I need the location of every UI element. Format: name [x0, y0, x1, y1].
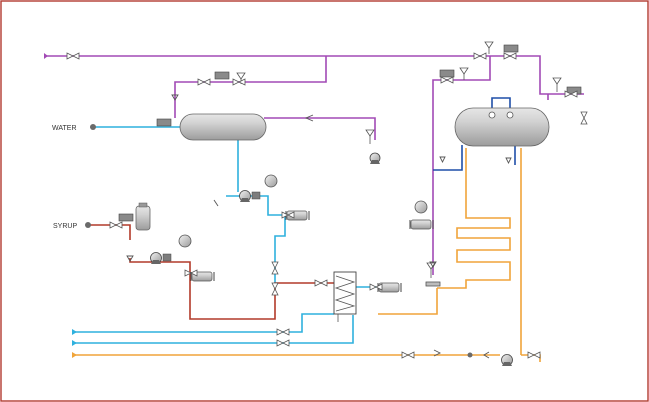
cyan-lines	[72, 126, 376, 344]
check-valve-icon	[433, 349, 442, 357]
water-tank	[179, 113, 267, 141]
check-valve-icon	[439, 156, 446, 164]
syrup-label: SYRUP	[53, 223, 77, 230]
valve-icon	[527, 351, 541, 359]
valve-icon	[232, 78, 246, 86]
control-valve-icon	[484, 41, 494, 54]
arrow-icon	[72, 340, 77, 346]
check-valve-icon	[171, 94, 179, 101]
motor-icon	[264, 174, 278, 188]
check-valves	[126, 94, 512, 359]
check-valve-icon	[505, 157, 512, 165]
sensor-icon	[439, 69, 455, 78]
check-valve-icon	[126, 255, 134, 262]
water-label: WATER	[52, 125, 77, 132]
syrup-vessel	[135, 202, 151, 231]
valve-icon	[401, 351, 415, 359]
heat-exchanger-icon	[333, 271, 357, 322]
sensor-icon	[503, 44, 519, 53]
valve-icon	[197, 78, 211, 86]
nozzle-icon	[488, 111, 496, 119]
storage-tank	[454, 107, 550, 147]
valves	[66, 52, 588, 359]
valve-icon	[440, 76, 454, 84]
valve-icon	[473, 52, 487, 60]
inlet-icon	[85, 222, 91, 228]
control-valve-icon	[365, 129, 375, 144]
check-valve-icon	[429, 261, 437, 268]
arrow-icon	[72, 352, 77, 358]
valve-icon	[271, 261, 279, 275]
inlet-markers	[44, 53, 473, 358]
pump-icon	[369, 152, 381, 164]
valve-icon	[503, 52, 517, 60]
valve-icon	[564, 90, 578, 98]
orange-lines	[72, 148, 541, 362]
arrow-icon	[44, 53, 48, 59]
valve-icon	[184, 269, 198, 277]
sensor-icon	[118, 213, 134, 222]
pump-icon	[150, 252, 172, 264]
nozzle-icon	[506, 111, 514, 119]
valve-icon	[271, 282, 279, 296]
filter-icon	[377, 282, 402, 293]
purple-lines	[44, 55, 584, 275]
inlet-icon	[467, 352, 473, 358]
pump-icon	[501, 354, 513, 366]
motor-icon	[414, 200, 428, 214]
sensor-icon	[214, 71, 230, 80]
valve-icon	[276, 339, 290, 347]
valve-icon	[580, 111, 588, 125]
control-valve-icon	[459, 67, 469, 80]
pump-icon	[239, 190, 261, 202]
arrow-icon	[72, 329, 77, 335]
valve-icon	[66, 52, 80, 60]
control-valve-icon	[552, 77, 562, 92]
inlet-icon	[90, 124, 96, 130]
valve-icon	[109, 221, 123, 229]
valve-icon	[314, 279, 328, 287]
valve-icon	[276, 328, 290, 336]
filter-icon	[409, 219, 434, 230]
sensor-icon	[156, 118, 172, 127]
blue-lines	[433, 97, 516, 171]
valve-icon	[369, 283, 383, 291]
check-valve-icon	[213, 199, 219, 207]
control-valve-icon	[425, 262, 441, 287]
valve-icon	[281, 211, 295, 219]
motor-icon	[178, 234, 192, 248]
check-valve-icon	[304, 114, 314, 122]
check-valve-icon	[483, 351, 490, 359]
